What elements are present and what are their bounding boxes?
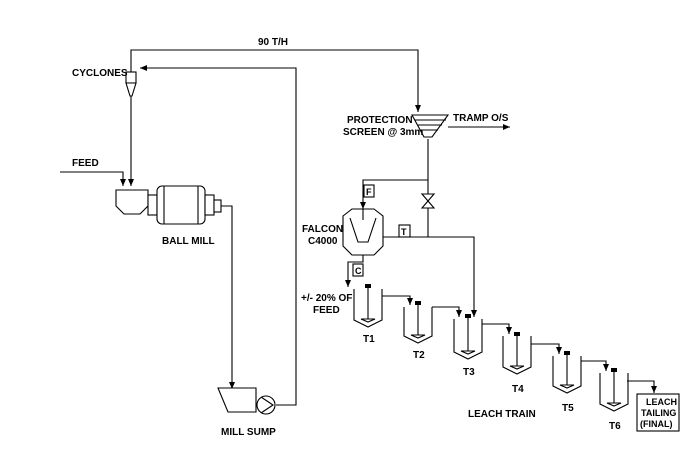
falcon-conc-line [345,255,364,287]
falcon-tail-tag: T [398,224,411,238]
falcon-concentrator-symbol [342,208,384,256]
tank-label-t5: T5 [562,403,574,414]
feed-fraction-label-2: FEED [313,305,340,316]
cyclone-overflow-line [130,49,421,112]
mill-discharge-line [221,205,235,389]
control-valve-symbol [420,193,436,209]
falcon-label-1: FALCON [302,224,343,235]
leach-tailing-label-2: TAILING [641,408,676,418]
flow-rate-label: 90 T/H [258,37,288,48]
feed-fraction-label-1: +/- 20% OF [301,293,352,304]
falcon-feed-line [360,179,428,209]
leach-train-label: LEACH TRAIN [468,409,536,420]
protection-screen-symbol [411,114,450,138]
tank-label-t1: T1 [363,334,375,345]
falcon-label-2: C4000 [308,236,338,247]
leach-tank-t1 [353,284,383,328]
feed-label: FEED [72,158,99,169]
tank-label-t6: T6 [609,421,621,432]
protection-screen-label-2: SCREEN @ 3mm [343,127,423,138]
feed-line [60,171,126,186]
t4-t5-line [531,343,562,354]
leach-tank-t5 [552,351,582,394]
leach-tank-t4 [502,332,532,375]
tramp-label: TRAMP O/S [453,113,509,124]
tank-label-t4: T4 [512,384,524,395]
leach-tank-t6 [599,368,629,412]
t6-tailing-line [627,380,657,393]
cyclones-label: CYCLONES [72,68,128,79]
ball-mill-label: BALL MILL [162,236,215,247]
falcon-conc-tag-text: C [355,266,362,276]
falcon-feed-tag: F [363,184,375,198]
leach-tailing-label-3: (FINAL) [640,419,673,429]
leach-tank-t3 [453,314,483,360]
screen-undersize-line [427,139,477,317]
falcon-conc-tag: C [352,263,364,277]
falcon-tail-tag-text: T [401,227,407,237]
t3-t4-line [482,323,512,334]
tank-label-t2: T2 [413,350,425,361]
mill-sump-label: MILL SUMP [221,427,276,438]
cyclone-symbol [125,71,137,97]
t1-t2-line [382,295,413,305]
leach-tank-t2 [403,301,433,344]
t5-t6-line [581,360,609,371]
pump-to-cyclone-line [140,65,297,406]
t2-t3-line [432,306,462,317]
falcon-feed-tag-text: F [366,187,372,197]
leach-tailing-label-1: LEACH [646,397,677,407]
protection-screen-label-1: PROTECTION [347,115,413,126]
mill-sump-symbol [217,387,276,415]
flow-lines [60,49,657,406]
tank-label-t3: T3 [463,367,475,378]
ball-mill-symbol [115,185,222,225]
leach-tailing-box [636,393,680,432]
